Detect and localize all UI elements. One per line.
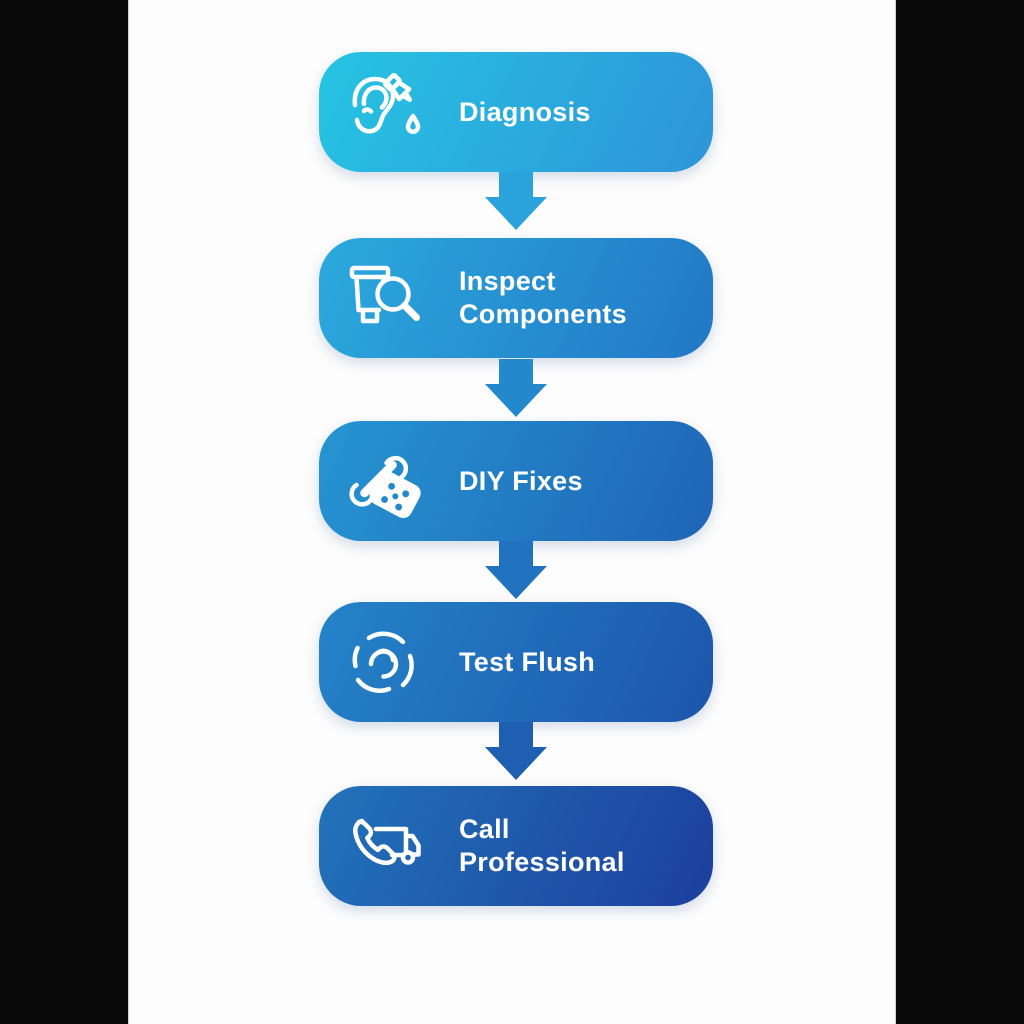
down-arrow-icon xyxy=(485,722,547,780)
flow-step-diy-fixes: DIY Fixes xyxy=(319,421,713,541)
step-label: Call Professional xyxy=(459,814,625,877)
flush-swirl-icon xyxy=(343,620,423,704)
down-arrow-icon xyxy=(485,172,547,230)
flow-step-call-professional: Call Professional xyxy=(319,786,713,906)
wrench-sponge-icon xyxy=(343,439,423,523)
phone-truck-icon xyxy=(343,804,423,888)
flow-step-inspect-components: Inspect Components xyxy=(319,238,713,358)
right-black-bar xyxy=(896,0,1024,1024)
tank-magnifier-icon xyxy=(343,256,423,340)
left-black-bar xyxy=(0,0,128,1024)
down-arrow-icon xyxy=(485,541,547,599)
step-label: Inspect Components xyxy=(459,266,627,329)
flow-step-test-flush: Test Flush xyxy=(319,602,713,722)
step-label: DIY Fixes xyxy=(459,465,583,496)
infographic-canvas: Diagnosis Inspect Components xyxy=(128,0,896,1024)
flow-step-diagnosis: Diagnosis xyxy=(319,52,713,172)
ear-dropper-icon xyxy=(343,70,423,154)
step-label: Diagnosis xyxy=(459,96,591,127)
step-label: Test Flush xyxy=(459,646,596,677)
down-arrow-icon xyxy=(485,359,547,417)
